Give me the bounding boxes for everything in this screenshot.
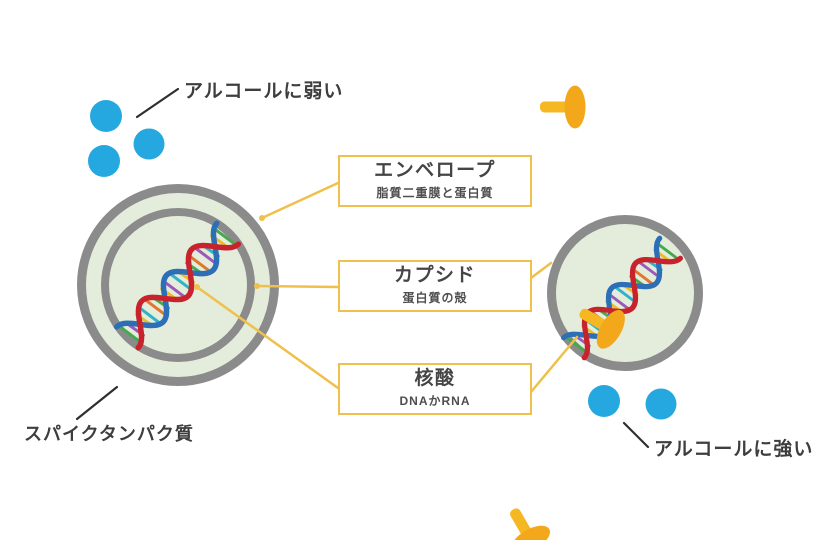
capsid-leader-dot <box>254 283 260 289</box>
nucleic-leader-line-left <box>195 285 340 390</box>
envelope-leader-dot <box>259 215 265 221</box>
capsid-leader-line-left <box>255 284 340 289</box>
nucleic-leader-line-right <box>529 335 579 394</box>
nucleic-acid-title: 核酸 <box>414 368 456 390</box>
capsid-leader-line-right <box>529 261 553 280</box>
spike-icon <box>494 498 555 540</box>
spike-protein-pointer-line <box>75 385 119 421</box>
envelope-title: エンベロープ <box>374 160 496 182</box>
capsid-ring <box>101 208 255 362</box>
spike-icon <box>540 85 586 129</box>
envelope-label-box: エンベロープ 脂質二重膜と蛋白質 <box>338 155 532 207</box>
capsid-title: カプシド <box>393 265 476 287</box>
nucleic-leader-dot <box>194 284 200 290</box>
alcohol-strong-label: アルコールに強い <box>654 439 814 460</box>
alcohol-weak-label: アルコールに弱い <box>184 81 344 102</box>
nucleic-acid-label-box: 核酸 DNAかRNA <box>338 363 532 415</box>
alcohol-droplet-icon <box>133 128 165 160</box>
alcohol-strong-pointer-line <box>622 421 650 449</box>
envelope-subtitle: 脂質二重膜と蛋白質 <box>376 185 494 200</box>
alcohol-weak-pointer-line <box>135 87 180 119</box>
alcohol-droplet-icon <box>645 388 677 420</box>
pointer-lines <box>75 87 650 449</box>
alcohol-droplet-icon <box>88 145 120 177</box>
alcohol-droplet-icon <box>588 385 620 417</box>
spike-protein-label: スパイクタンパク質 <box>24 424 194 444</box>
leader-lines <box>194 181 579 394</box>
envelope-leader-line <box>260 181 340 220</box>
alcohol-droplet-icon <box>90 100 122 132</box>
capsid-subtitle: 蛋白質の殻 <box>402 290 468 305</box>
alcohol-droplets <box>88 100 677 420</box>
enveloped-virus-illustration <box>77 184 279 386</box>
capsid-label-box: カプシド 蛋白質の殻 <box>338 260 532 312</box>
nucleic-acid-subtitle: DNAかRNA <box>399 393 471 408</box>
naked-virus-illustration <box>547 215 703 371</box>
